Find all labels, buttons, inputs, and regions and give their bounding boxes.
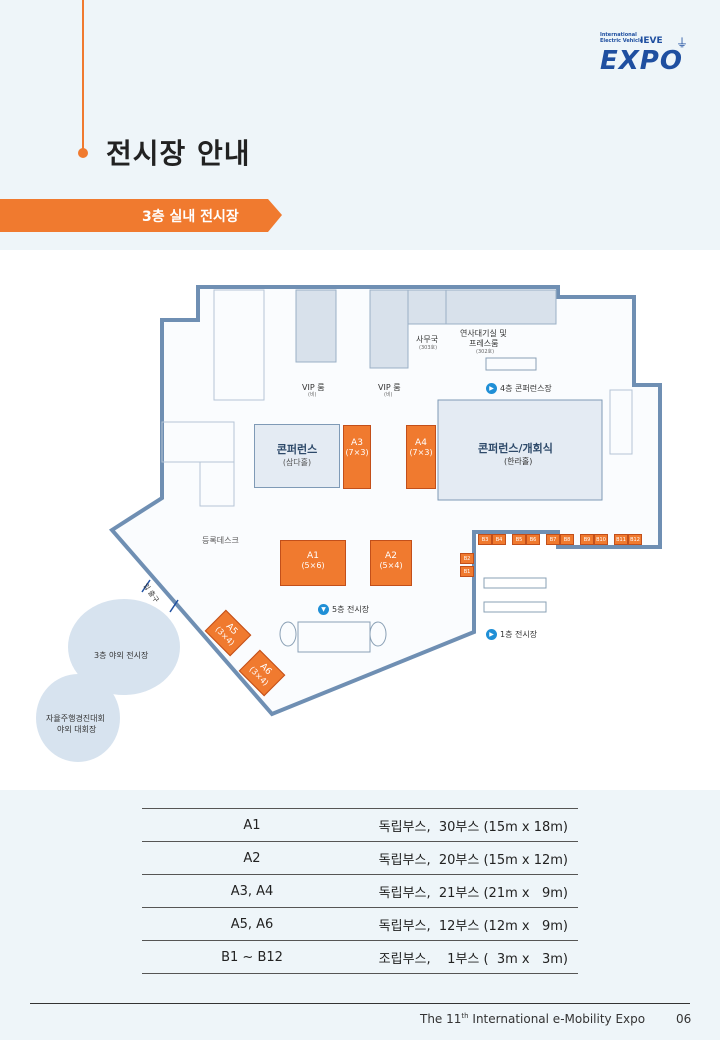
- booth-b3: B3: [478, 534, 492, 545]
- row-key: B1 ~ B12: [221, 949, 283, 965]
- section-tab: 3층 실내 전시장: [0, 199, 282, 232]
- contest-label-1: 자율주행경진대회: [46, 714, 105, 723]
- office-label: 사무국: [416, 335, 439, 344]
- footer-rule: [30, 1003, 690, 1004]
- logo-ieve: IEVE: [640, 36, 663, 46]
- table-row: A3, A4 독립부스, 21부스 (21m x 9m): [142, 874, 578, 908]
- press-label: 연사대기실 및: [460, 329, 507, 338]
- row-key: A1: [243, 817, 261, 833]
- row-key: A5, A6: [230, 916, 274, 932]
- booth-a4: A4(7×3): [406, 425, 436, 489]
- row-key: A2: [243, 850, 261, 866]
- escalator-lines: [279, 357, 547, 653]
- booth-b10: B10: [594, 534, 608, 545]
- partition-3: [199, 461, 235, 507]
- booth-a3: A3(7×3): [343, 425, 371, 489]
- booth-b8: B8: [560, 534, 574, 545]
- booth-a1: A1(5×6): [280, 540, 346, 586]
- section-label: 3층 실내 전시장: [142, 209, 239, 225]
- booth-b5: B5: [512, 534, 526, 545]
- vip2-sub: (비): [384, 392, 393, 398]
- table-row: A2 독립부스, 20부스 (15m x 12m): [142, 841, 578, 875]
- table-row: B1 ~ B12 조립부스, 1부스 ( 3m x 3m): [142, 940, 578, 974]
- right-arrow-icon: ▶: [486, 383, 497, 394]
- press-sub: (302호): [476, 349, 495, 355]
- floor-map: VIP 룸 (비) VIP 룸 (비) 사무국 (303호) 연사대기실 및 프…: [0, 250, 720, 790]
- booth-b9: B9: [580, 534, 594, 545]
- booth-b11: B11: [614, 534, 628, 545]
- vip2-room: [369, 289, 409, 369]
- outdoor-area-ellipse: [68, 599, 180, 695]
- to-4f-conference: ▶4층 콘퍼런스장: [486, 383, 552, 394]
- row-value: 독립부스, 20부스 (15m x 12m): [378, 852, 568, 868]
- down-arrow-icon: ▼: [318, 604, 329, 615]
- entrance-arrows: [141, 579, 179, 613]
- partition-1: [213, 289, 265, 401]
- page-title: 전시장 안내: [106, 137, 251, 170]
- registration-desk-label: 등록데스크: [202, 536, 239, 545]
- table-row: A1 독립부스, 30부스 (15m x 18m): [142, 808, 578, 842]
- booth-a2: A2(5×4): [370, 540, 412, 586]
- conf2-label: 콘퍼런스/개회식: [478, 442, 553, 455]
- vip1-label: VIP 룸: [302, 383, 325, 392]
- vip1-sub: (비): [308, 392, 317, 398]
- booth-spec-table: A1 독립부스, 30부스 (15m x 18m) A2 독립부스, 20부스 (1…: [142, 808, 578, 974]
- outdoor-hall-label: 3층 야외 전시장: [94, 651, 149, 660]
- table-row: A5, A6 독립부스, 12부스 (12m x 9m): [142, 907, 578, 941]
- vip1-room: [295, 289, 337, 363]
- row-value: 독립부스, 12부스 (12m x 9m): [378, 918, 568, 934]
- contest-area-ellipse: [36, 674, 120, 762]
- office-room: [407, 289, 447, 325]
- conf1-sub: (삼다홀): [282, 458, 312, 467]
- floor-plan-drawing: [36, 285, 662, 762]
- footer-title: The 11th International e-Mobility Expo: [420, 1012, 646, 1026]
- booth-b6: B6: [526, 534, 540, 545]
- conf2-sub: (한라홀): [504, 457, 533, 466]
- conf1-hall: 콘퍼런스 (삼다홀): [254, 424, 340, 488]
- conf1-label: 콘퍼런스: [276, 443, 318, 456]
- booth-b12: B12: [628, 534, 642, 545]
- page-number: 06: [676, 1012, 692, 1026]
- partition-2: [161, 421, 235, 463]
- partition-4: [609, 389, 633, 455]
- table-band: [0, 790, 720, 1040]
- accent-line: [82, 0, 84, 150]
- to-1f-hall: ▶1층 전시장: [486, 629, 537, 640]
- press-label-2: 프레스룸: [469, 339, 499, 348]
- booth-b7: B7: [546, 534, 560, 545]
- contest-label-2: 야외 대회장: [57, 725, 97, 734]
- to-5f-hall: ▼5층 전시장: [318, 604, 369, 615]
- press-room: [445, 289, 557, 325]
- booth-b4: B4: [492, 534, 506, 545]
- row-value: 조립부스, 1부스 ( 3m x 3m): [378, 951, 568, 967]
- row-key: A3, A4: [230, 883, 274, 899]
- row-value: 독립부스, 21부스 (21m x 9m): [378, 885, 568, 901]
- logo-expo: EXPO: [600, 46, 683, 76]
- right-arrow-icon: ▶: [486, 629, 497, 640]
- vip2-label: VIP 룸: [378, 383, 401, 392]
- accent-dot: [78, 148, 88, 158]
- booth-b2: B2: [460, 553, 474, 564]
- row-value: 독립부스, 30부스 (15m x 18m): [378, 819, 568, 835]
- office-sub: (303호): [419, 345, 438, 351]
- plug-icon: ⏚: [676, 36, 689, 50]
- conf2-hall: [437, 399, 603, 501]
- booth-b1: B1: [460, 566, 474, 577]
